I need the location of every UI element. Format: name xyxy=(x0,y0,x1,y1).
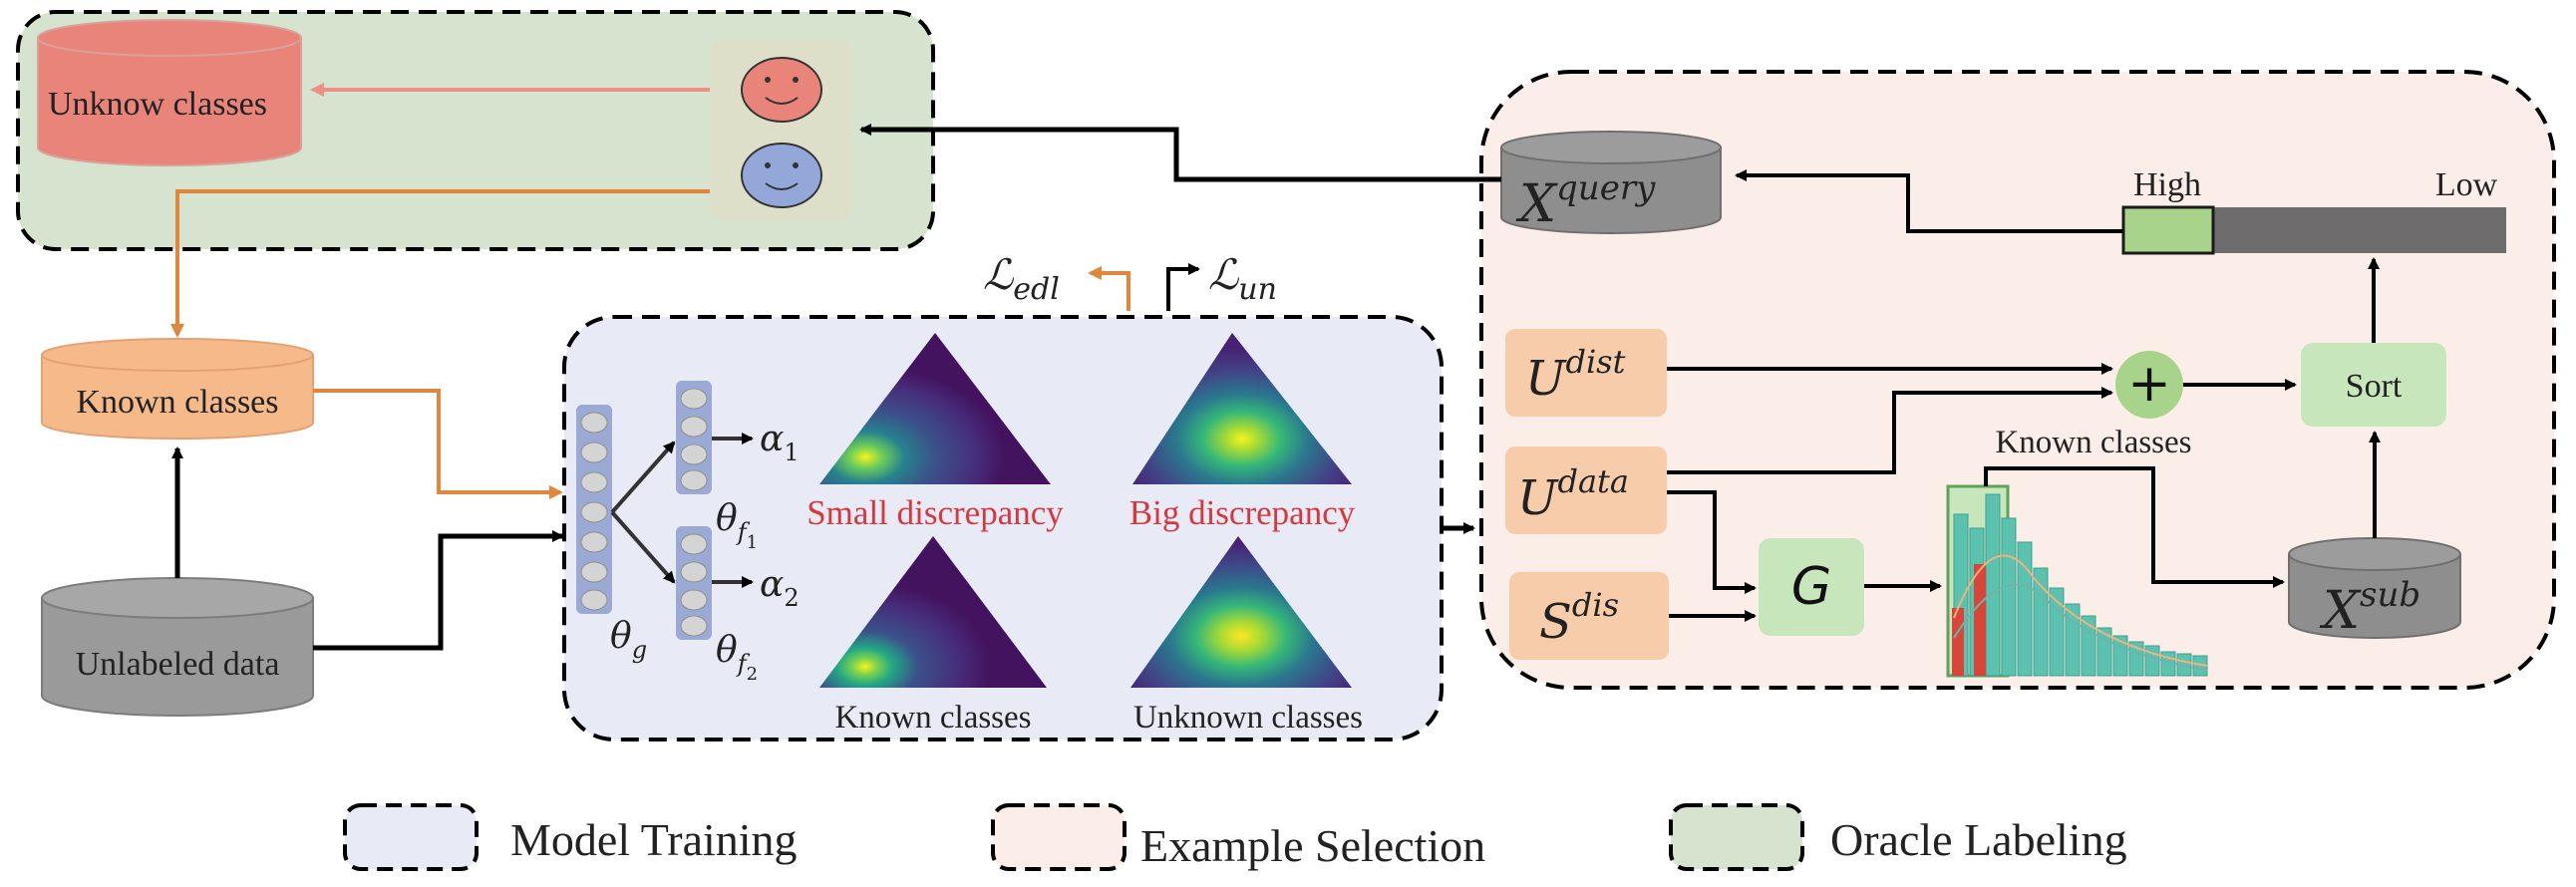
ranking-bar-low xyxy=(2213,207,2506,253)
loss-edl-label: ℒedl xyxy=(983,250,1060,307)
plus-icon xyxy=(2115,351,2183,419)
small-discrepancy-label: Small discrepancy xyxy=(806,493,1064,532)
classifier-f2 xyxy=(676,526,712,640)
low-label: Low xyxy=(2435,166,2498,203)
theta-g-label: θg xyxy=(610,616,647,664)
known-classes-hist-label: Known classes xyxy=(1995,425,2191,460)
u-data-to-g-arrow xyxy=(1667,490,1757,594)
simplex-unknown-classes xyxy=(1130,536,1352,688)
unlabeled-to-model-arrow xyxy=(313,530,564,651)
unhappy-face-icon xyxy=(741,57,822,123)
unknown-classes-simplex-label: Unknown classes xyxy=(1133,700,1363,736)
plus-label: + xyxy=(2127,354,2171,414)
s-dis-label: Sdis xyxy=(1539,586,1619,650)
g-to-f2-arrow xyxy=(610,510,676,584)
ranking-bar-high xyxy=(2121,205,2215,255)
legend-oracle-labeling-label: Oracle Labeling xyxy=(1830,814,2127,865)
loss-un-label: ℒun xyxy=(1208,250,1277,307)
oracle-to-known-arrow xyxy=(170,189,710,338)
big-discrepancy-label: Big discrepancy xyxy=(1129,493,1356,532)
s-dis-box xyxy=(1509,572,1669,660)
unknown-classes-db: Unknow classes xyxy=(37,19,302,166)
u-data-label: Udata xyxy=(1517,462,1629,526)
legend-model-training-label: Model Training xyxy=(510,814,798,865)
alpha2-label: α2 xyxy=(760,564,800,612)
x-query-db: Xquery xyxy=(1500,131,1722,234)
simplex-known-classes xyxy=(819,536,1047,688)
u-dist-label: Udist xyxy=(1525,343,1626,407)
legend: Model Training Example Selection Oracle … xyxy=(343,803,2127,871)
known-to-model-arrow xyxy=(313,389,563,499)
bar-to-query-arrow xyxy=(1735,169,2123,233)
happy-face-icon xyxy=(741,143,822,208)
g-label: G xyxy=(1791,557,1831,617)
classifier-f1 xyxy=(676,381,712,494)
loss-edl-arrow xyxy=(1088,266,1130,311)
sort-label: Sort xyxy=(2346,368,2403,405)
known-classes-db: Known classes xyxy=(41,338,314,440)
u-data-to-plus-arrow xyxy=(1667,387,2113,474)
legend-oracle-labeling-swatch xyxy=(1669,803,1804,871)
feature-extractor-g xyxy=(576,405,612,614)
hist-to-xsub-arrow xyxy=(1984,466,2285,588)
alpha1-label: α1 xyxy=(760,419,800,466)
simplex-big-discrepancy xyxy=(1132,333,1352,484)
unlabeled-data-db: Unlabeled data xyxy=(41,577,314,717)
legend-example-selection-label: Example Selection xyxy=(1140,820,1485,871)
simplex-small-discrepancy xyxy=(819,333,1051,484)
x-sub-label: Xsub xyxy=(2319,575,2420,641)
x-query-label: Xquery xyxy=(1515,168,1656,234)
unknown-classes-label: Unknow classes xyxy=(48,86,267,123)
known-classes-simplex-label: Known classes xyxy=(834,700,1031,736)
legend-example-selection-swatch xyxy=(991,803,1127,871)
known-classes-label: Known classes xyxy=(76,384,278,421)
g-box xyxy=(1759,538,1864,636)
high-label: High xyxy=(2133,166,2201,203)
x-sub-db: Xsub xyxy=(2288,537,2461,641)
u-data-box xyxy=(1505,446,1667,534)
u-dist-box xyxy=(1505,329,1667,417)
g-to-f1-arrow xyxy=(610,441,676,514)
loss-un-arrow xyxy=(1166,263,1200,311)
unlabeled-data-label: Unlabeled data xyxy=(76,646,280,683)
query-to-oracle-arrow xyxy=(859,124,1501,182)
sort-box xyxy=(2301,343,2446,427)
distribution-histogram xyxy=(1946,484,2208,678)
legend-model-training-swatch xyxy=(343,803,479,871)
